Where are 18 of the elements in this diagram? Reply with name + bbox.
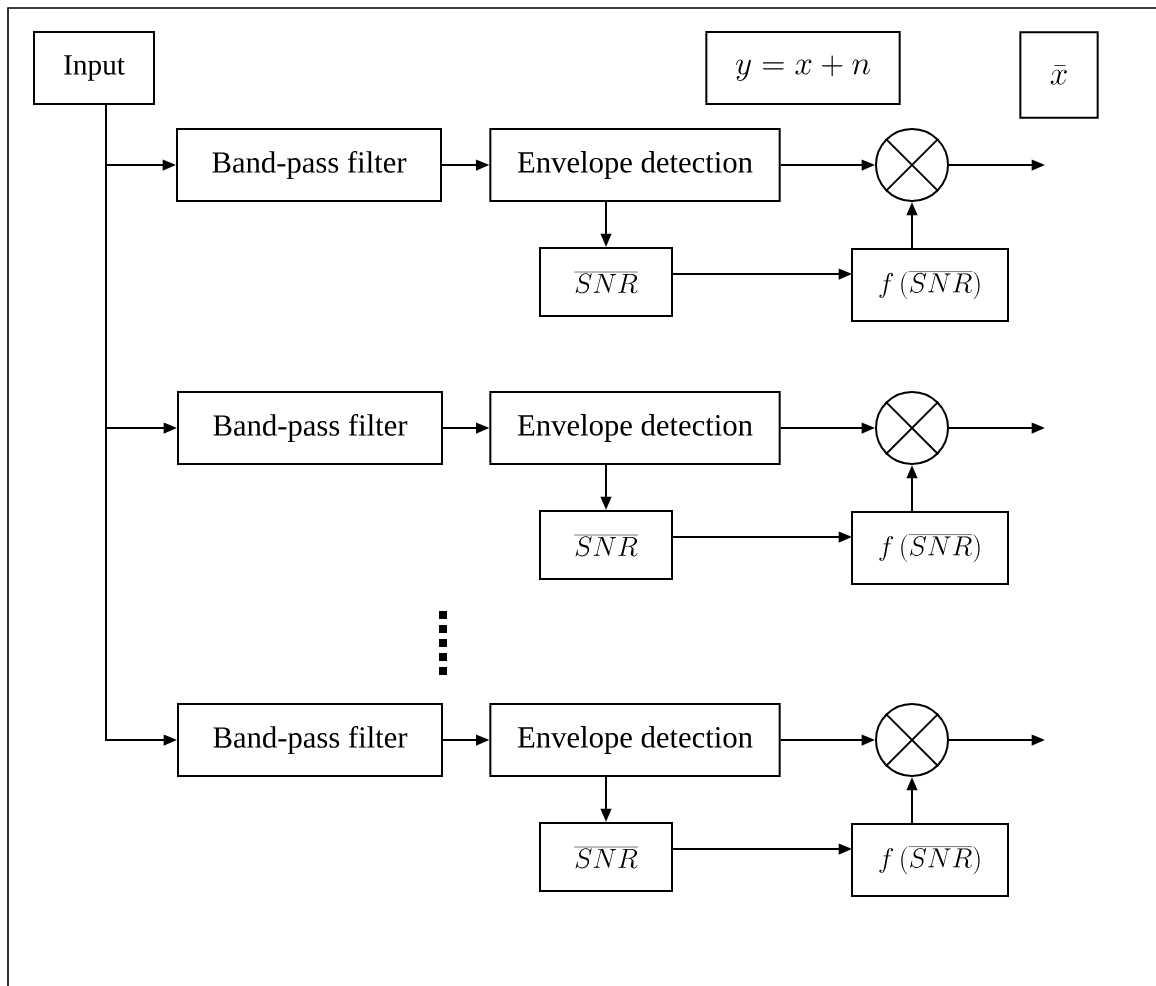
snr-box: $\overline{SNR}$ bbox=[539, 247, 673, 317]
filter-box: Band-pass filter bbox=[176, 128, 442, 202]
snr-box: $\overline{SNR}$ bbox=[539, 510, 673, 580]
output-symbol-box: $\bar{x}$ bbox=[1019, 31, 1099, 119]
detector-box: Envelope detection bbox=[489, 391, 781, 465]
equation-box: $y=x+n$ bbox=[705, 31, 901, 105]
multiplier-circle bbox=[875, 391, 949, 465]
snr-box: $\overline{SNR}$ bbox=[539, 822, 673, 892]
filter-box: Band-pass filter bbox=[177, 391, 443, 465]
detector-box: Envelope detection bbox=[489, 128, 781, 202]
function-box: $f\,(\overline{SNR})$ bbox=[851, 511, 1009, 585]
function-box: $f\,(\overline{SNR})$ bbox=[851, 823, 1009, 897]
filter-box: Band-pass filter bbox=[177, 703, 443, 777]
detector-box: Envelope detection bbox=[489, 703, 781, 777]
input-box: Input bbox=[33, 31, 155, 105]
multiplier-circle bbox=[875, 703, 949, 777]
multiplier-circle bbox=[875, 128, 949, 202]
function-box: $f\,(\overline{SNR})$ bbox=[851, 248, 1009, 322]
